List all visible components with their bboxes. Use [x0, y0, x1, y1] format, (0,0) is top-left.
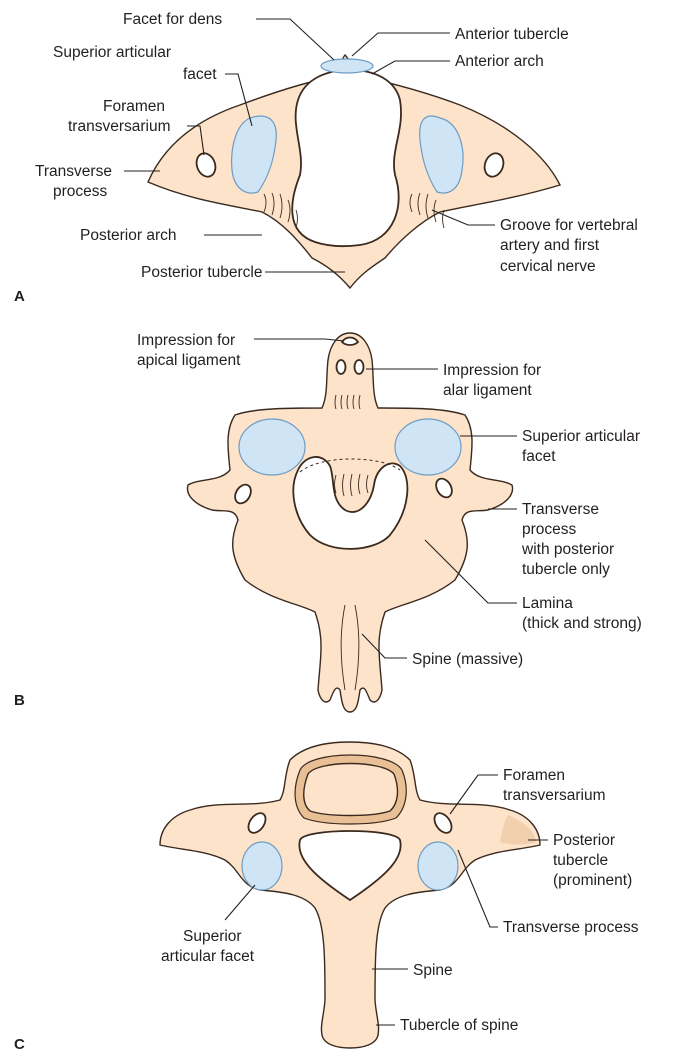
label-c-foramen-line1: Foramen	[503, 767, 565, 784]
label-axis-transverse-line1: Transverse	[522, 501, 599, 518]
leader-facet-for-dens	[256, 19, 334, 60]
label-posterior-tubercle-line3: (prominent)	[553, 872, 632, 889]
label-c-sup-facet-line1: Superior	[183, 928, 242, 945]
label-posterior-tubercle-line1: Posterior	[553, 832, 615, 849]
panel-letter-a: A	[14, 288, 25, 305]
label-superior-articular-facet-line2: facet	[183, 66, 217, 83]
label-posterior-tubercle-line2: tubercle	[553, 852, 608, 869]
panel-a-atlas: Facet for dens Anterior tubercle Anterio…	[14, 11, 638, 305]
label-apical-line2: apical ligament	[137, 352, 241, 369]
label-foramen-transversarium-line2: transversarium	[68, 118, 171, 135]
label-anterior-arch: Anterior arch	[455, 53, 544, 70]
axis-impression-alar-left	[337, 360, 346, 374]
axis-superior-articular-facet-left	[239, 419, 305, 475]
c-vertebral-body	[304, 764, 398, 816]
label-c-foramen-line2: transversarium	[503, 787, 606, 804]
panel-letter-b: B	[14, 692, 25, 709]
panel-letter-c: C	[14, 1036, 25, 1051]
label-c-transverse-process: Transverse process	[503, 919, 639, 936]
label-axis-sup-facet-line1: Superior articular	[522, 428, 640, 445]
label-posterior-arch: Posterior arch	[80, 227, 176, 244]
axis-impression-apical	[342, 338, 358, 346]
label-groove-line2: artery and first	[500, 237, 600, 254]
panel-c-vertebra: Foramen transversarium Posterior tubercl…	[14, 742, 639, 1051]
label-c-sup-facet-line2: articular facet	[161, 948, 255, 965]
label-axis-transverse-line2: process	[522, 521, 577, 538]
label-c-spine: Spine	[413, 962, 453, 979]
label-transverse-process-line1: Transverse	[35, 163, 112, 180]
atlas-facet-for-dens	[321, 59, 373, 73]
label-tubercle-of-spine: Tubercle of spine	[400, 1017, 518, 1034]
label-axis-transverse-line4: tubercle only	[522, 561, 610, 578]
c-superior-articular-facet-left	[242, 842, 282, 890]
c-superior-articular-facet-right	[418, 842, 458, 890]
label-lamina-line2: (thick and strong)	[522, 615, 642, 632]
leader-anterior-tubercle	[352, 33, 450, 56]
label-posterior-tubercle: Posterior tubercle	[141, 264, 262, 281]
leader-apical	[254, 339, 344, 341]
label-axis-transverse-line3: with posterior	[521, 541, 614, 558]
label-anterior-tubercle: Anterior tubercle	[455, 26, 569, 43]
label-lamina-line1: Lamina	[522, 595, 573, 612]
leader-anterior-arch	[372, 61, 450, 74]
label-superior-articular-facet-line1: Superior articular	[53, 44, 171, 61]
label-axis-sup-facet-line2: facet	[522, 448, 556, 465]
label-alar-line2: alar ligament	[443, 382, 532, 399]
label-groove-line3: cervical nerve	[500, 258, 596, 275]
axis-impression-alar-right	[355, 360, 364, 374]
panel-b-axis: Impression for apical ligament Impressio…	[14, 332, 642, 712]
label-transverse-process-line2: process	[53, 183, 108, 200]
leader-c-sup-facet	[225, 885, 255, 920]
label-foramen-transversarium-line1: Foramen	[103, 98, 165, 115]
atlas-vertebral-foramen	[292, 70, 401, 246]
label-alar-line1: Impression for	[443, 362, 541, 379]
label-apical-line1: Impression for	[137, 332, 235, 349]
label-spine-massive: Spine (massive)	[412, 651, 523, 668]
label-groove-line1: Groove for vertebral	[500, 217, 638, 234]
label-facet-for-dens: Facet for dens	[123, 11, 222, 28]
axis-superior-articular-facet-right	[395, 419, 461, 475]
